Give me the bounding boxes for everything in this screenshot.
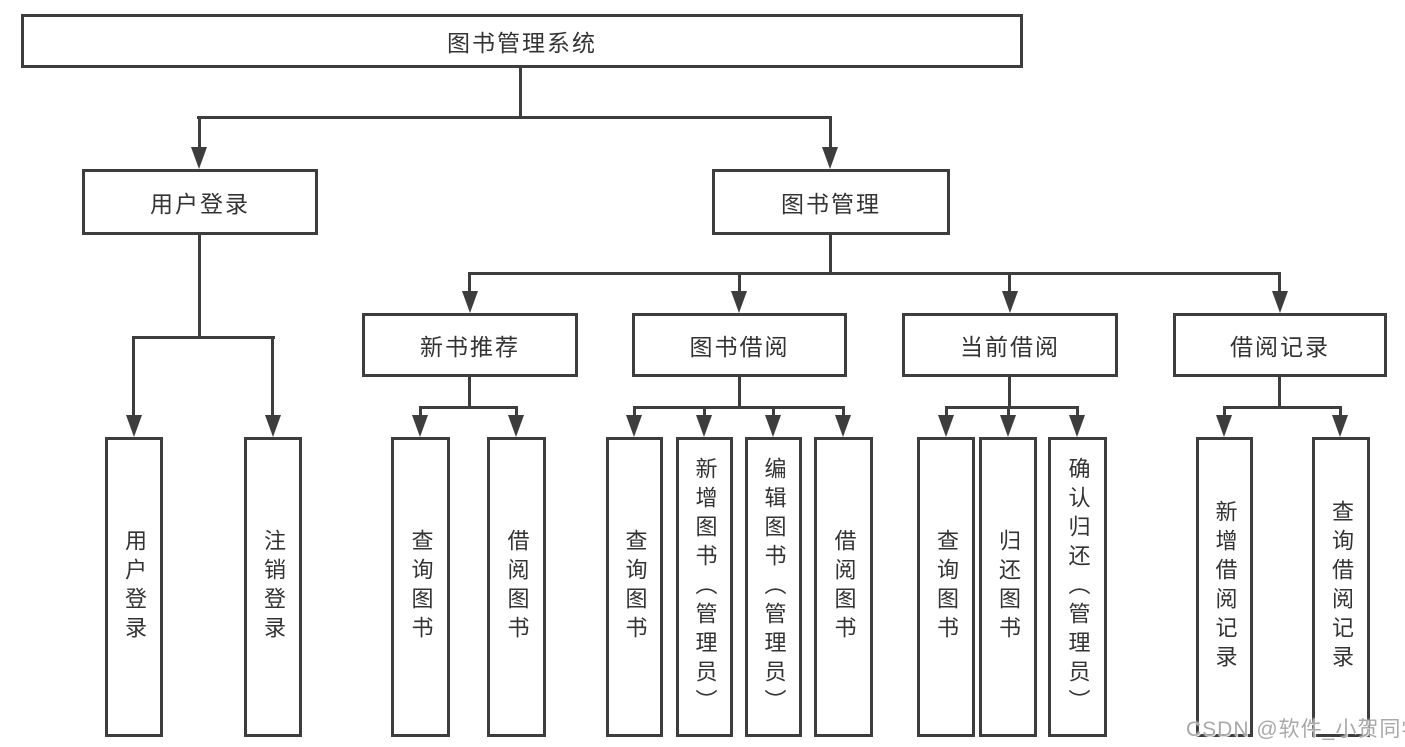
leaf-records-add-record-label: 新增借阅记录 [1212, 500, 1238, 674]
leaf-borrowing-borrow-books-label: 借阅图书 [831, 529, 857, 645]
leaf-records-query-record-label: 查询借阅记录 [1329, 500, 1354, 674]
connector-drop-book-management [829, 116, 832, 149]
connector-drop-nb-query [419, 406, 422, 418]
arrowhead-br-add [1216, 415, 1232, 437]
connector-drop-user-login [198, 116, 201, 149]
node-current-borrowing-label: 当前借阅 [960, 334, 1060, 360]
leaf-borrowing-edit-books-admin: 编辑图书（管理员） [745, 437, 802, 737]
node-root-library-management-system: 图书管理系统 [21, 14, 1023, 68]
node-user-login: 用户登录 [82, 169, 318, 235]
connector-drop-cb-confirm [1076, 406, 1079, 418]
arrowhead-br-query [1332, 415, 1348, 437]
connector-drop-bb-edit [772, 406, 775, 418]
connector-drop-cb-query [945, 406, 948, 418]
arrowhead-bb-borrow [835, 415, 851, 437]
node-book-management-label: 图书管理 [781, 191, 881, 217]
arrowhead-borrow-records [1272, 291, 1288, 313]
connector-drop-br-query [1339, 406, 1342, 418]
leaf-borrowing-add-books-admin: 新增图书（管理员） [676, 437, 733, 737]
node-root-label: 图书管理系统 [447, 30, 597, 56]
arrowhead-book-management [822, 147, 838, 169]
leaf-records-query-record: 查询借阅记录 [1312, 437, 1370, 737]
arrowhead-user-login [191, 147, 207, 169]
connector-drop-br-add [1223, 406, 1226, 418]
connector-drop-borrow-records [1278, 272, 1281, 293]
leaf-logout-label: 注销登录 [261, 529, 286, 645]
leaf-borrowing-add-books-admin-label: 新增图书（管理员） [692, 456, 718, 718]
arrowhead-bb-add [696, 415, 712, 437]
node-borrowing-records: 借阅记录 [1173, 313, 1387, 377]
leaf-borrowing-query-books: 查询图书 [606, 437, 663, 737]
connector-drop-leaf-logout [271, 336, 274, 415]
connector-new-book-rail [419, 406, 518, 409]
leaf-current-confirm-return-admin-label: 确认归还（管理员） [1065, 456, 1091, 718]
node-new-book-recommendation-label: 新书推荐 [420, 334, 520, 360]
csdn-watermark: CSDN @软件_小贺同学 [1186, 718, 1405, 741]
connector-drop-cb-return [1007, 406, 1010, 418]
node-book-borrowing-label: 图书借阅 [689, 334, 790, 360]
connector-root-stem [519, 68, 522, 119]
node-book-management: 图书管理 [712, 169, 950, 235]
node-current-borrowing: 当前借阅 [902, 313, 1118, 377]
node-book-borrowing: 图书借阅 [632, 313, 847, 377]
connector-drop-new-book [468, 272, 471, 293]
leaf-logout: 注销登录 [244, 437, 302, 737]
connector-current-borrowing-stem [1008, 377, 1011, 409]
node-borrowing-records-label: 借阅记录 [1230, 334, 1330, 360]
connector-new-book-stem [468, 377, 471, 409]
connector-drop-bb-borrow [842, 406, 845, 418]
leaf-user-login: 用户登录 [105, 437, 163, 737]
arrowhead-cb-return [1000, 415, 1016, 437]
connector-borrowing-records-stem [1278, 377, 1281, 409]
arrowhead-nb-query [412, 415, 428, 437]
leaf-current-confirm-return-admin: 确认归还（管理员） [1048, 437, 1107, 737]
arrowhead-bb-query [626, 415, 642, 437]
leaf-current-query-books-label: 查询图书 [934, 529, 959, 645]
leaf-borrowing-query-books-label: 查询图书 [622, 529, 648, 645]
connector-drop-current-borrow [1008, 272, 1011, 293]
leaf-current-return-books: 归还图书 [979, 437, 1037, 737]
node-new-book-recommendation: 新书推荐 [362, 313, 578, 377]
connector-book-borrowing-stem [738, 377, 741, 409]
leaf-recommend-borrow-books-label: 借阅图书 [504, 529, 530, 645]
connector-user-login-rail [132, 336, 275, 339]
leaf-current-query-books: 查询图书 [917, 437, 975, 737]
leaf-records-add-record: 新增借阅记录 [1196, 437, 1253, 737]
arrowhead-current-borrow [1002, 291, 1018, 313]
leaf-borrowing-edit-books-admin-label: 编辑图书（管理员） [761, 456, 787, 718]
connector-drop-bb-add [703, 406, 706, 418]
leaf-current-return-books-label: 归还图书 [996, 529, 1021, 645]
connector-user-login-stem [198, 235, 201, 338]
connector-drop-leaf-login [132, 336, 135, 415]
leaf-recommend-query-books-label: 查询图书 [408, 529, 434, 645]
arrowhead-bb-edit [765, 415, 781, 437]
arrowhead-leaf-login [126, 415, 142, 437]
connector-current-borrowing-rail [945, 406, 1079, 409]
arrowhead-new-book [462, 291, 478, 313]
arrowhead-leaf-logout [265, 415, 281, 437]
connector-drop-nb-borrow [515, 406, 518, 418]
connector-book-borrowing-rail [633, 406, 845, 409]
arrowhead-nb-borrow [508, 415, 524, 437]
arrowhead-book-borrow [731, 291, 747, 313]
connector-borrowing-records-rail [1223, 406, 1342, 409]
connector-drop-book-borrow [738, 272, 741, 293]
connector-level3-rail [468, 272, 1281, 275]
leaf-borrowing-borrow-books: 借阅图书 [814, 437, 873, 737]
connector-drop-bb-query [633, 406, 636, 418]
connector-level2-rail [197, 116, 832, 119]
node-user-login-label: 用户登录 [150, 191, 250, 217]
connector-book-management-stem [829, 235, 832, 275]
arrowhead-cb-confirm [1069, 415, 1085, 437]
leaf-recommend-borrow-books: 借阅图书 [487, 437, 546, 737]
leaf-user-login-label: 用户登录 [122, 529, 147, 645]
arrowhead-cb-query [938, 415, 954, 437]
leaf-recommend-query-books: 查询图书 [391, 437, 450, 737]
